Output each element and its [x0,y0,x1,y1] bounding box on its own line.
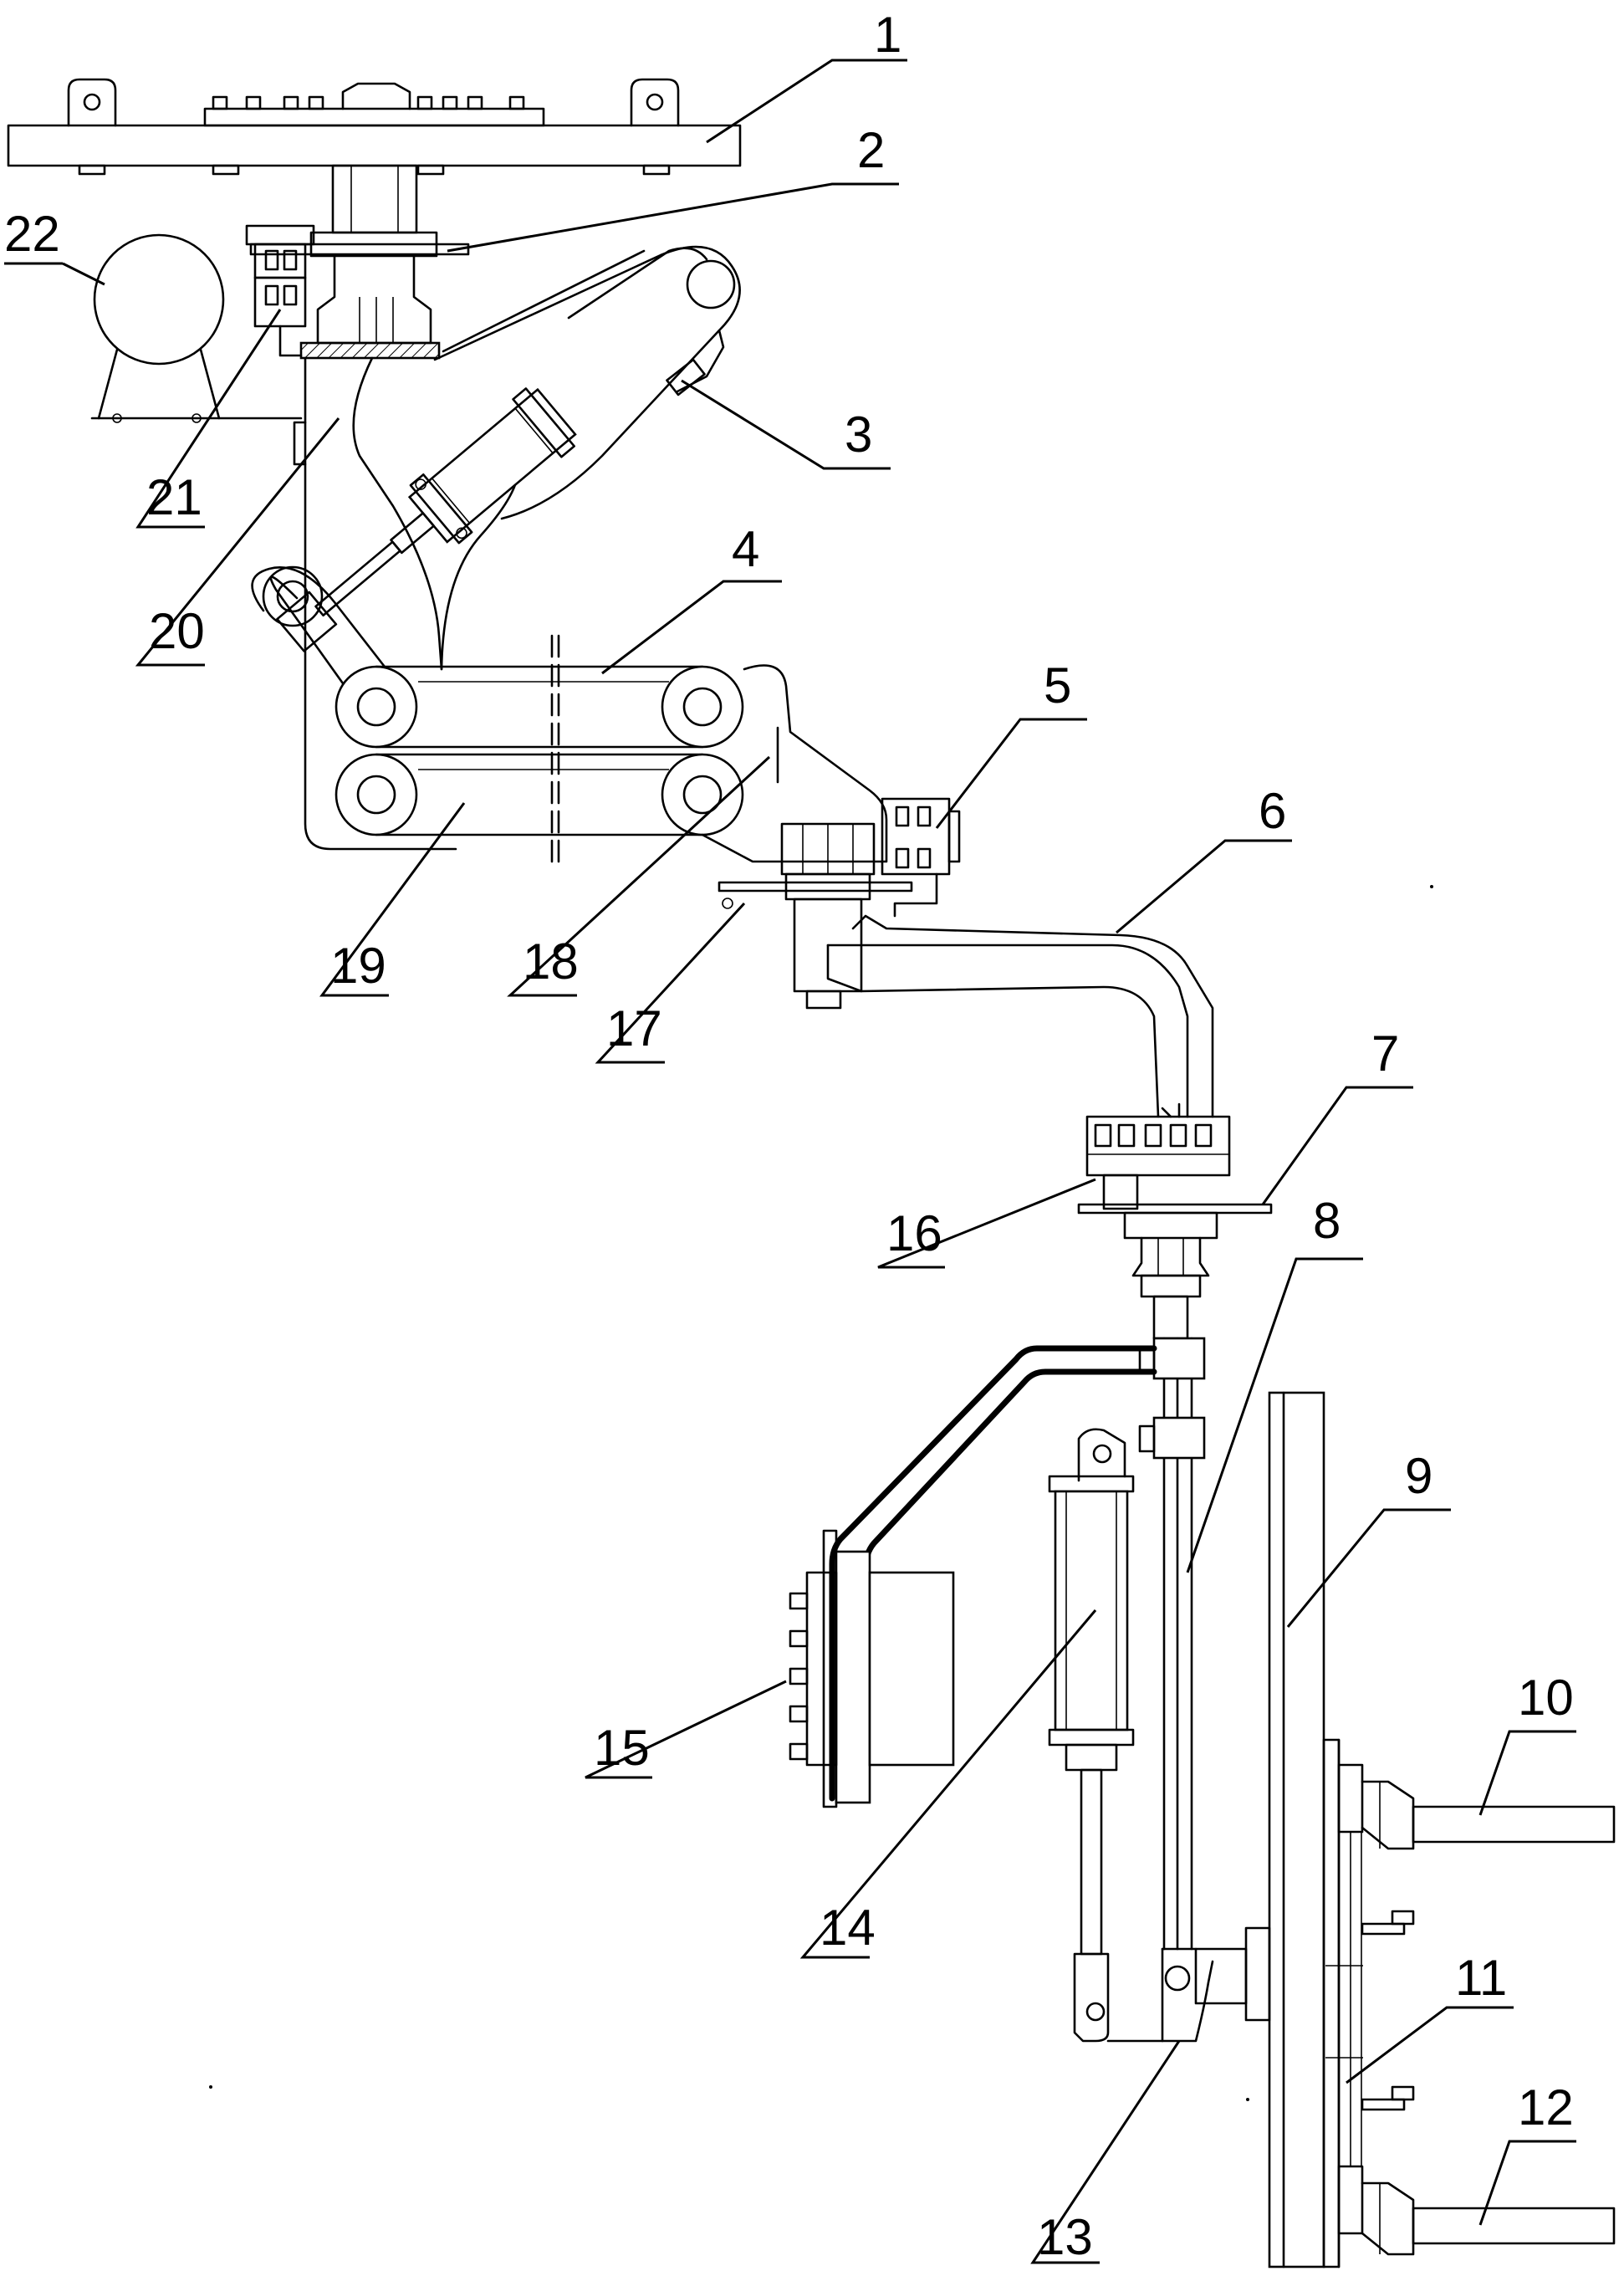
label-8: 8 [1313,1193,1341,1249]
callout-12: 12 [1478,2079,1576,2226]
fixture-11 [1322,1738,1415,2268]
callout-10: 10 [1478,1670,1576,1816]
scan-dot [1430,885,1433,888]
callout-1: 1 [706,7,907,144]
callout-2: 2 [447,122,899,253]
wrist-motor-16 [1085,1102,1231,1210]
label-18: 18 [523,933,579,990]
label-15: 15 [594,1720,650,1776]
upper-rotary-joint [249,164,470,360]
parallel-link-19 [335,753,744,836]
label-9: 9 [1405,1448,1432,1504]
callout-13: 13 [1030,2040,1181,2265]
callout-11: 11 [1346,1950,1514,2084]
callout-20: 20 [135,417,340,667]
callout-19: 19 [319,802,466,997]
gripper-finger-12 [1361,2181,1616,2256]
callout-6: 6 [1116,783,1292,934]
label-4: 4 [732,521,759,577]
callout-16: 16 [877,1178,1096,1269]
callout-15: 15 [585,1680,787,1779]
label-7: 7 [1371,1025,1399,1082]
label-6: 6 [1259,783,1286,839]
elbow-bracket-18 [701,664,888,863]
parallel-link-4 [251,565,744,872]
callout-4: 4 [601,521,782,675]
lower-linkage-13 [1106,1947,1248,2043]
motor-21 [245,224,315,357]
label-12: 12 [1518,2079,1574,2135]
label-10: 10 [1518,1670,1574,1726]
label-11: 11 [1455,1950,1507,2006]
label-20: 20 [149,603,205,659]
label-13: 13 [1037,2209,1093,2265]
callout-14: 14 [799,1609,1097,1959]
gripper-finger-10 [1361,1780,1616,1850]
elbow-motor-5 [881,797,961,918]
label-1: 1 [874,7,901,63]
callout-5: 5 [935,657,1087,829]
cylinder-14 [1048,1428,1135,2043]
callout-8: 8 [1186,1193,1363,1573]
forearm-6 [826,914,1214,1118]
label-2: 2 [857,122,885,178]
top-mounting-plate [7,78,742,176]
callout-22: 22 [4,206,105,286]
label-17: 17 [606,1000,662,1056]
label-5: 5 [1044,657,1071,713]
callout-17: 17 [595,902,746,1064]
label-3: 3 [845,407,872,463]
upper-arm-3 [276,245,741,652]
callout-9: 9 [1286,1448,1451,1628]
callout-3: 3 [681,379,891,470]
wrist-flange-7 [1077,1203,1273,1340]
callout-18: 18 [507,755,771,997]
vertical-shaft-8 [1138,1337,1206,1951]
label-22: 22 [4,206,60,262]
label-21: 21 [146,469,202,525]
counterweight-22 [90,233,303,423]
callout-21: 21 [135,309,282,529]
scan-dot [1246,2098,1249,2101]
callout-7: 7 [1261,1025,1413,1205]
side-tool-15 [789,1345,1157,1808]
main-panel-9 [1244,1391,1325,2268]
scan-dot [209,2085,212,2089]
